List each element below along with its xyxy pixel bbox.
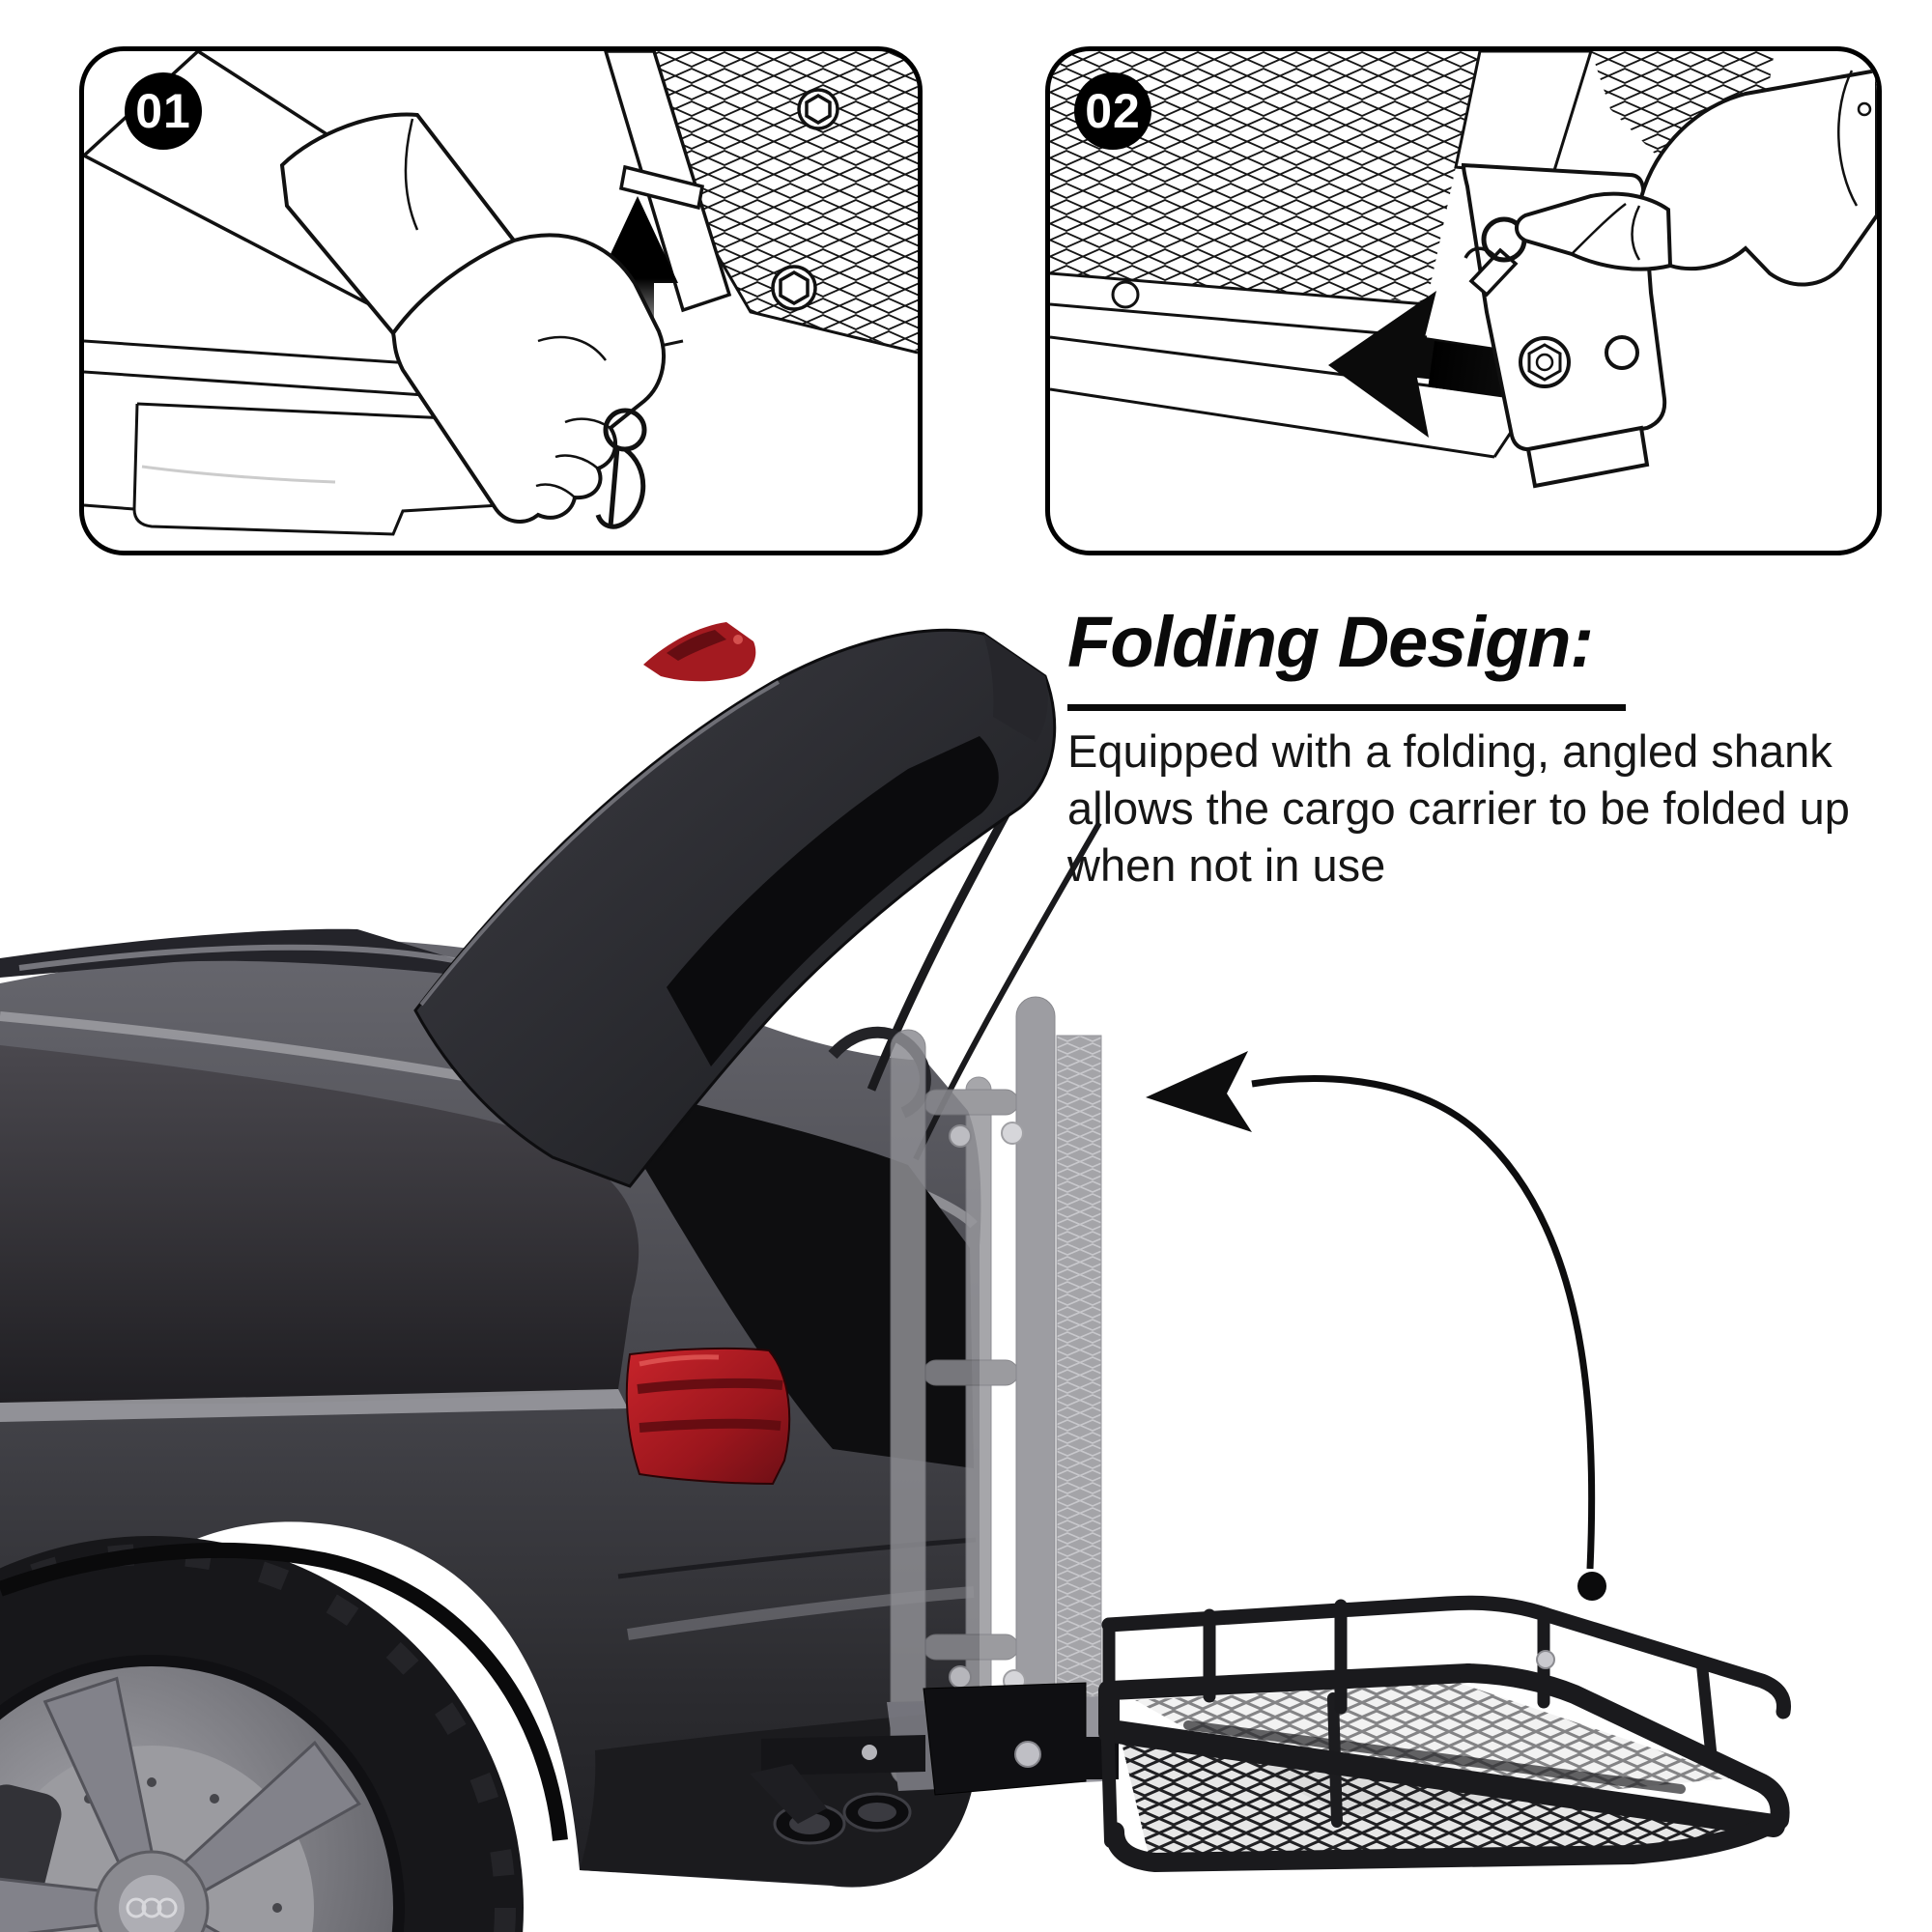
step2-illustration <box>1050 51 1877 489</box>
tail-light <box>625 1347 791 1486</box>
liftgate-window-recess <box>667 736 999 1066</box>
roof-rail <box>0 928 541 985</box>
section-body: Equipped with a folding, angled shank al… <box>1067 723 1898 894</box>
basket-back-rim <box>1101 1663 1478 1700</box>
folded-center-tube <box>965 1076 992 1727</box>
car-illustration <box>0 622 1102 1932</box>
rear-cargo-opening <box>630 1090 974 1468</box>
folded-left-rail <box>890 1029 926 1786</box>
fold-arrowhead <box>1146 1051 1252 1132</box>
window-sill-trim <box>0 1389 628 1422</box>
folded-mesh-panel <box>1056 1035 1102 1755</box>
gloved-hand <box>279 112 666 524</box>
step1-badge: 01 <box>125 72 202 150</box>
basket-rail-bolt <box>1536 1650 1555 1669</box>
bumper-highlight <box>627 1586 975 1640</box>
hitch-pin-icon <box>595 408 647 529</box>
exhaust-tips <box>773 1792 912 1845</box>
basket-wall-mesh <box>1121 1739 1772 1859</box>
tire-tread <box>0 1544 516 1932</box>
folded-right-rail <box>1015 996 1056 1786</box>
body-line: when not in use <box>1067 839 1386 891</box>
body-line: Equipped with a folding, angled shank <box>1067 725 1833 777</box>
step1-panel: 01 <box>79 46 923 555</box>
pivot-bolt <box>1014 1741 1041 1768</box>
rear-wheel <box>0 1536 524 1932</box>
bumper-crease <box>617 1537 977 1579</box>
hitch-pin-head <box>862 1745 877 1760</box>
roof-highlight <box>18 944 465 971</box>
body-line: allows the cargo carrier to be folded up <box>1067 782 1850 834</box>
wheel-spokes <box>0 1676 361 1932</box>
liftgate-open <box>413 622 1057 1188</box>
ghost-folded-carrier <box>887 996 1103 1791</box>
step2-badge: 02 <box>1074 72 1151 150</box>
quarter-window <box>0 1045 639 1405</box>
arrow-up-icon <box>597 196 678 360</box>
liftgate-edge-highlight <box>419 680 780 1007</box>
sketch-shading <box>141 465 336 484</box>
cargo-basket <box>1098 1595 1792 1872</box>
heading-underline <box>1067 704 1626 711</box>
liftgate-spoiler-tip <box>983 634 1048 742</box>
angled-shank-plate <box>923 1682 1087 1796</box>
wheel-hub-logo <box>126 1897 178 1918</box>
basket-bottom-rim <box>1105 1812 1785 1872</box>
basket-right-rim <box>1459 1663 1790 1830</box>
hand <box>1515 68 1877 287</box>
section-heading: Folding Design: <box>1067 602 1594 682</box>
fold-pivot-dot <box>1577 1572 1606 1601</box>
brake-disc <box>0 1746 314 1932</box>
bolt-icon <box>771 88 839 311</box>
basket-front-rim <box>1099 1719 1785 1837</box>
high-mount-brake-light <box>643 622 756 682</box>
step2-panel: 02 <box>1045 46 1882 555</box>
hitch-receiver-tube <box>761 1735 925 1776</box>
wheel-arch <box>0 1543 568 1841</box>
curved-fold-arrow-icon <box>1146 1051 1606 1601</box>
step1-illustration <box>84 51 918 536</box>
